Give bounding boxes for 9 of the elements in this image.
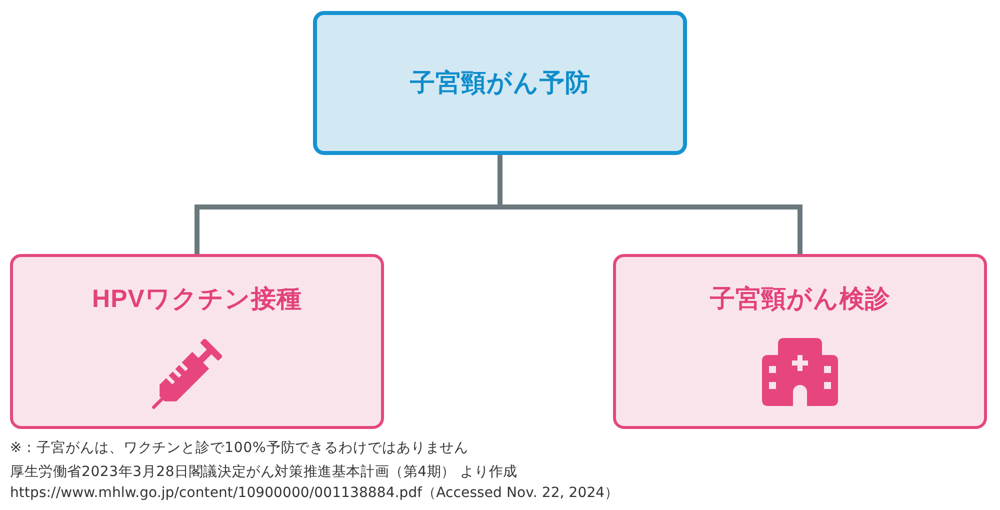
- box-title: 子宮頸がん予防: [410, 68, 590, 98]
- footnote: ※：子宮がんは、ワクチンと診で100%予防できるわけではありません: [10, 439, 469, 457]
- topic-box: [313, 11, 687, 155]
- source-note: https://www.mhlw.go.jp/content/10900000/001138884.pdf（Accessed Nov. 22, 2024）: [10, 484, 619, 502]
- category-box: [10, 254, 384, 429]
- box-title: 子宮頸がん検診: [710, 284, 890, 314]
- source-note: 厚生労働省2023年3月28日閣議決定がん対策推進基本計画（第4期） より作成: [10, 463, 518, 481]
- category-box: [613, 254, 987, 429]
- box-title: HPVワクチン接種: [92, 284, 302, 314]
